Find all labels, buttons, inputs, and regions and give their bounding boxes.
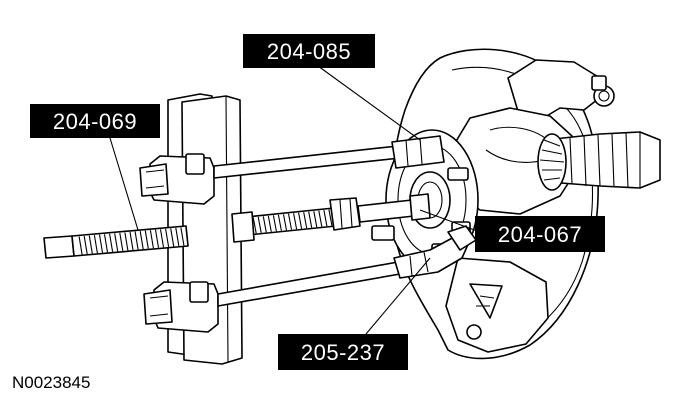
callout-204-085: 204-085 [243, 34, 375, 68]
callout-204-069: 204-069 [30, 104, 160, 138]
forcing-screw [43, 193, 431, 259]
callout-box [30, 104, 160, 138]
upper-clamp [139, 153, 215, 205]
callout-label: 204-067 [498, 222, 582, 247]
callout-label: 204-085 [267, 39, 351, 64]
callout-205-237: 205-237 [278, 334, 408, 370]
callout-label: 205-237 [301, 340, 385, 365]
lower-clamp [143, 281, 219, 333]
figure-id: N0023845 [12, 373, 90, 392]
cv-joint-boot [537, 131, 661, 191]
callout-box [475, 216, 605, 252]
leader-204-069 [109, 137, 139, 231]
callout-box [278, 334, 408, 370]
leader-204-067 [419, 209, 481, 233]
leader-lines [109, 65, 481, 335]
leader-204-085 [317, 65, 421, 141]
callout-box [243, 34, 375, 68]
puller-legs [213, 135, 477, 307]
leader-205-237 [365, 257, 431, 335]
callout-label: 204-069 [53, 109, 137, 134]
callout-204-067: 204-067 [475, 216, 605, 252]
